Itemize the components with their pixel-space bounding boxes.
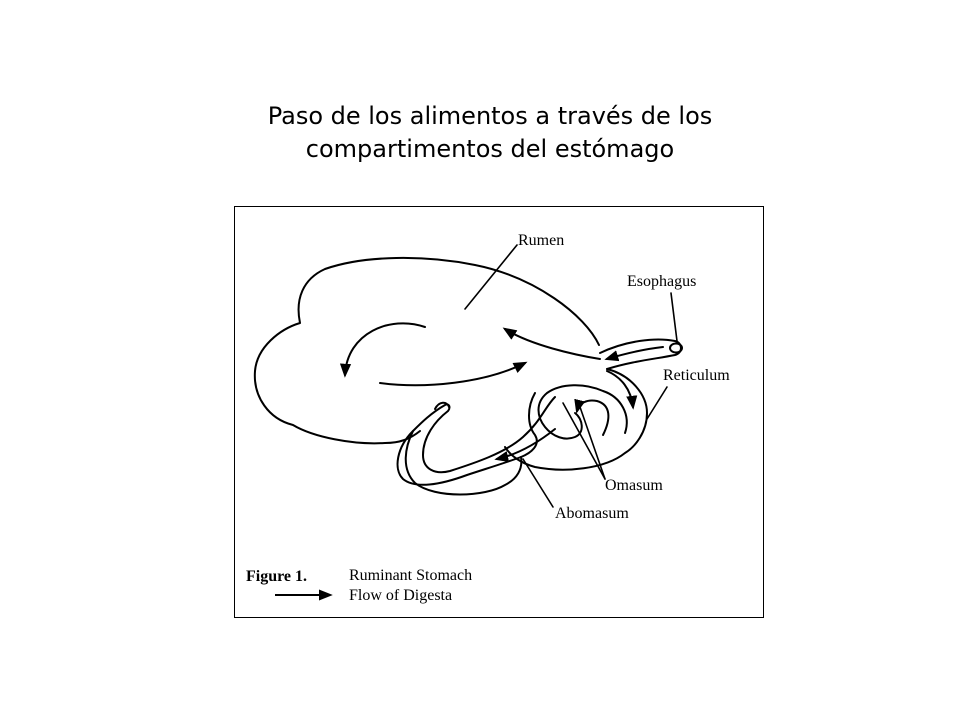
slide-title: Paso de los alimentos a través de los co…	[0, 100, 960, 166]
flow-arrow-into-rumen	[502, 327, 601, 360]
figure-title: Ruminant Stomach	[349, 567, 472, 584]
stomach-figure: Rumen Esophagus Reticulum Omasum Abomasu…	[234, 206, 764, 618]
flow-arrow-esophagus-entry	[604, 346, 664, 362]
rumen-pointer-line	[464, 244, 518, 310]
esophagus-opening	[669, 342, 683, 354]
abomasum-label: Abomasum	[555, 505, 629, 522]
esophagus-pointer-line	[670, 292, 678, 342]
abomasum-tip	[434, 401, 450, 410]
flow-arrow-abomasum	[494, 428, 556, 463]
slide-title-line-2: compartimentos del estómago	[305, 135, 675, 163]
esophagus-tube	[599, 338, 682, 370]
reticulum-label: Reticulum	[663, 367, 730, 384]
reticulum-pointer-line	[646, 386, 668, 420]
legend-text: Flow of Digesta	[349, 587, 452, 604]
flow-arrow-reticulum	[606, 370, 638, 410]
omasum-pointer-line-2	[562, 402, 606, 480]
stomach-diagram: Rumen Esophagus Reticulum Omasum Abomasu…	[246, 232, 730, 604]
flow-arrow-rumen-left	[339, 322, 426, 378]
omasum-pointer-line-1	[579, 406, 606, 480]
omasum-outline	[537, 384, 628, 440]
abomasum-lower-edge	[404, 430, 523, 496]
slide-title-line-1: Paso de los alimentos a través de los	[267, 102, 713, 130]
rumen-outline	[253, 256, 600, 445]
figure-label: Figure 1.	[246, 568, 307, 585]
omasum-label: Omasum	[605, 477, 663, 494]
abomasum-pointer-line	[522, 458, 554, 508]
rumen-label: Rumen	[518, 232, 564, 249]
esophagus-label: Esophagus	[627, 273, 696, 290]
flow-arrow-omasum	[574, 398, 610, 436]
flow-arrow-rumen-bottom	[379, 361, 528, 387]
